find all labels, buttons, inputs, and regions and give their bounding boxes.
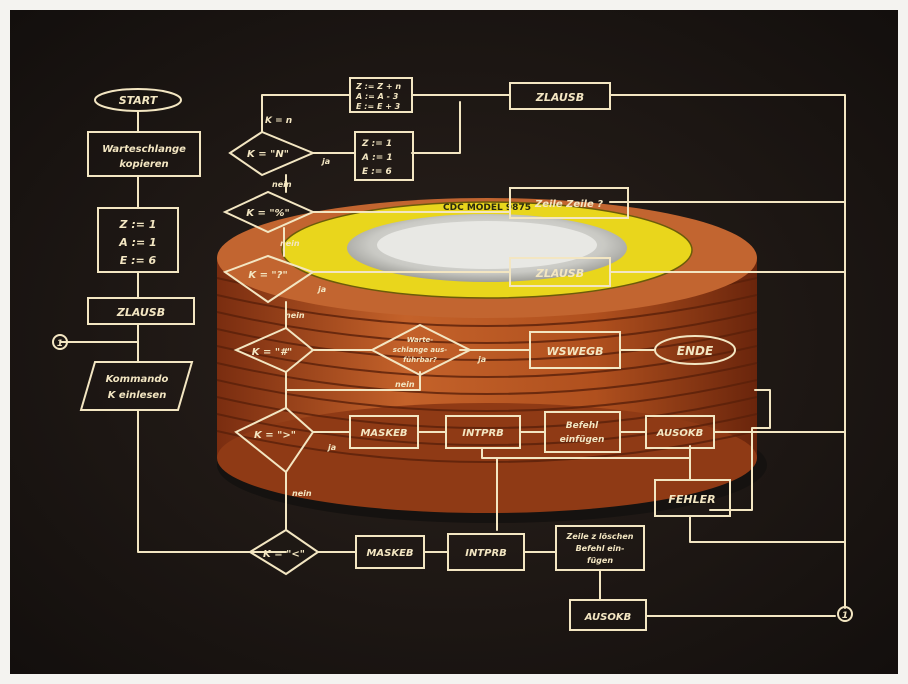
ja-label-4: ja bbox=[326, 443, 336, 452]
cond-lt-label: K = "<" bbox=[263, 549, 305, 560]
delete-line-2: Befehl ein- bbox=[576, 544, 625, 553]
cond-hash-label: K = "#" bbox=[252, 347, 292, 358]
nein-label-2: nein bbox=[280, 239, 300, 248]
connector-in-label: 1 bbox=[57, 339, 63, 349]
assign-b-line3: E := 6 bbox=[362, 167, 392, 177]
assign-n-line2: A := A - 3 bbox=[355, 92, 399, 101]
init-line2: A := 1 bbox=[118, 236, 156, 249]
cond-gt-label: K = ">" bbox=[254, 430, 296, 441]
zeile-label: Zeile Zeile ? bbox=[534, 199, 603, 210]
zlausb-label-2: ZLAUSB bbox=[535, 91, 584, 104]
copy-queue-line1: Warteschlange bbox=[102, 144, 186, 155]
zlausb-label-3: ZLAUSB bbox=[535, 267, 584, 280]
ausok-label-1: AUSOKB bbox=[656, 428, 703, 439]
init-line1: Z := 1 bbox=[119, 218, 157, 231]
ja-label-3: ja bbox=[476, 355, 486, 364]
assign-b-line2: A := 1 bbox=[361, 153, 393, 163]
assign-n-line3: E := E + 3 bbox=[356, 102, 401, 111]
delete-line-1: Zeile z löschen bbox=[566, 532, 634, 541]
nein-label-4: nein bbox=[395, 380, 415, 389]
edge-k-n: K = n bbox=[265, 116, 292, 126]
read-cmd-line1: Kommando bbox=[106, 374, 169, 385]
nein-label-5: nein bbox=[292, 489, 312, 498]
start-label: START bbox=[119, 94, 159, 107]
cond-n-label: K = "N" bbox=[247, 149, 289, 160]
zlausb-label-1: ZLAUSB bbox=[116, 306, 165, 319]
fehler-label: FEHLER bbox=[668, 493, 715, 506]
intpr-label-2: INTPRB bbox=[465, 548, 507, 559]
intpr-label-1: INTPRB bbox=[462, 428, 504, 439]
ja-label-2: ja bbox=[316, 285, 326, 294]
queue-exec-line1: Warte- bbox=[407, 336, 434, 344]
assign-n-line1: Z := Z + n bbox=[355, 82, 401, 91]
insert-cmd-line1: Befehl bbox=[566, 421, 599, 431]
nein-label-3: nein bbox=[285, 311, 305, 320]
maske-label-2: MASKEB bbox=[366, 548, 413, 559]
maske-label-1: MASKEB bbox=[360, 428, 407, 439]
connector-out-label: 1 bbox=[842, 611, 848, 621]
nein-label-1: nein bbox=[272, 180, 292, 189]
assign-b-line1: Z := 1 bbox=[361, 139, 392, 149]
cond-pct-label: K = "%" bbox=[246, 208, 290, 219]
queue-exec-line3: führbar? bbox=[403, 356, 437, 364]
delete-line-3: fügen bbox=[587, 556, 613, 565]
read-cmd-line2: K einlesen bbox=[108, 390, 167, 401]
photo-frame: CDC MODEL 9875 bbox=[10, 10, 898, 674]
wsweg-label: WSWEGB bbox=[546, 345, 603, 358]
queue-exec-line2: schlange aus- bbox=[393, 346, 447, 354]
ende-label: ENDE bbox=[677, 344, 714, 358]
photo-scene: CDC MODEL 9875 bbox=[10, 10, 898, 674]
insert-cmd-line2: einfügen bbox=[560, 435, 605, 445]
ja-label-1: ja bbox=[320, 157, 330, 166]
cond-q-label: K = "?" bbox=[248, 270, 287, 281]
init-line3: E := 6 bbox=[120, 254, 157, 267]
copy-queue-line2: kopieren bbox=[119, 159, 168, 170]
ausok-label-2: AUSOKB bbox=[584, 612, 631, 623]
